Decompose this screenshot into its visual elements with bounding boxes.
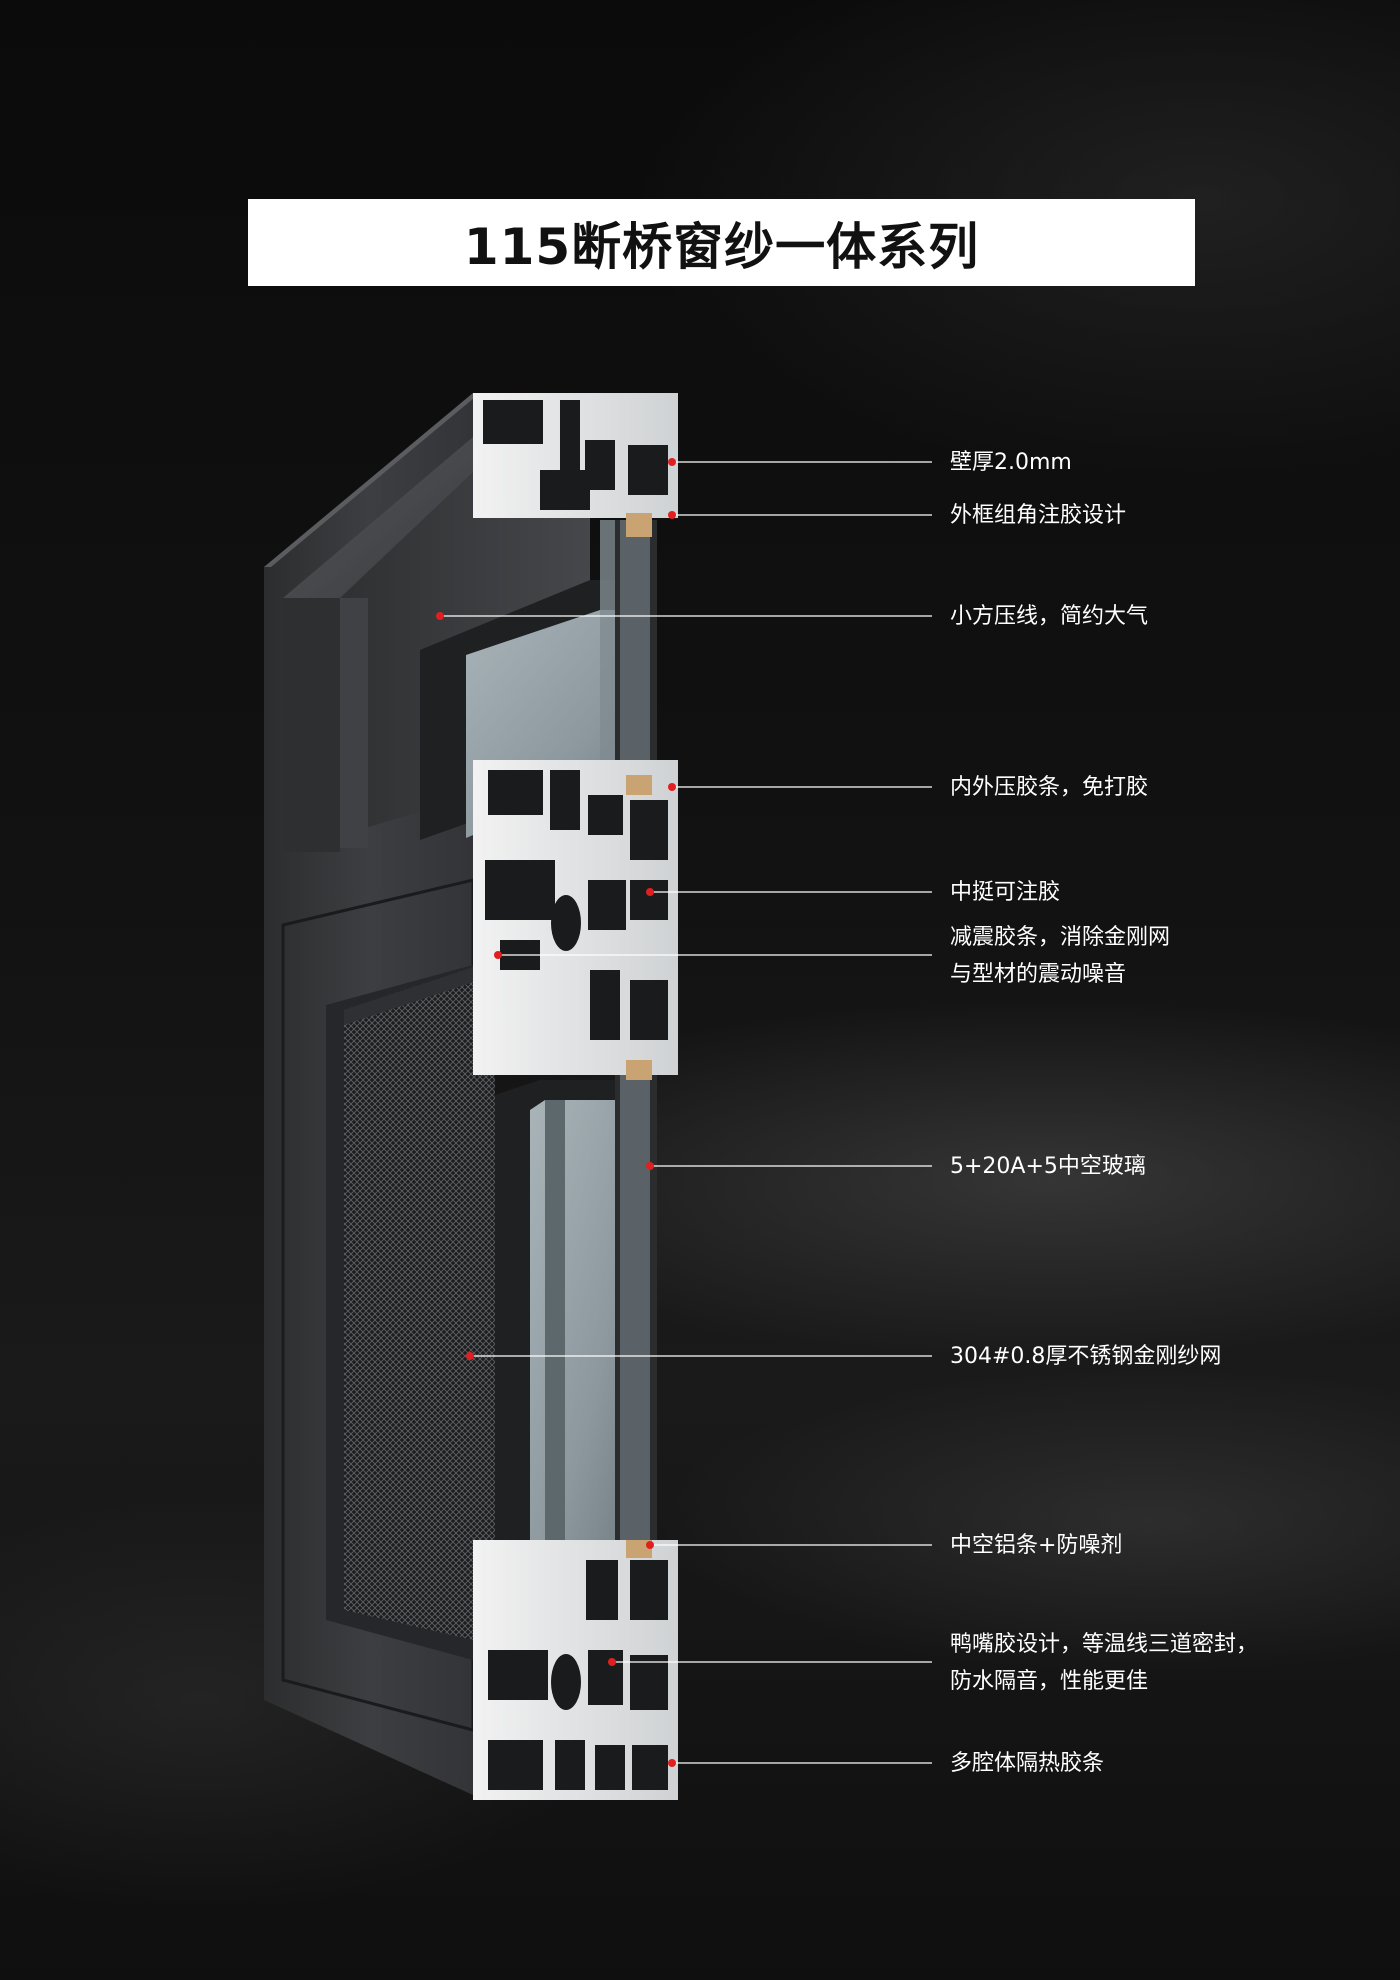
callout-dot-gasket [668, 783, 676, 791]
callout-wall-thickness: 壁厚2.0mm [950, 450, 1072, 475]
callout-dot-seal [608, 1658, 616, 1666]
callout-thermal-strip: 多腔体隔热胶条 [950, 1751, 1105, 1776]
callout-mullion: 中挺可注胶 [950, 880, 1061, 905]
callout-damping-strip-1: 减震胶条，消除金刚网 [950, 925, 1171, 950]
callout-dot-spacer [646, 1541, 654, 1549]
callout-dot-mullion [646, 888, 654, 896]
callout-bead: 小方压线，简约大气 [950, 604, 1149, 629]
callout-dot-wall-thickness [668, 458, 676, 466]
title-banner: 115断桥窗纱一体系列 [248, 199, 1195, 286]
bottom-profile-section [473, 1540, 678, 1800]
callout-screen-mesh: 304#0.8厚不锈钢金刚纱网 [950, 1344, 1222, 1369]
screen-mesh [344, 960, 495, 1645]
callout-insulated-glass: 5+20A+5中空玻璃 [950, 1154, 1146, 1179]
callout-seal-1: 鸭嘴胶设计，等温线三道密封， [950, 1632, 1259, 1657]
transom-profile-section [473, 760, 678, 1080]
callout-dot-bead [436, 612, 444, 620]
callout-damping-strip-2: 与型材的震动噪音 [950, 962, 1127, 987]
callout-dot-corner-glue [668, 511, 676, 519]
callout-seal-2: 防水隔音，性能更佳 [950, 1669, 1149, 1694]
callout-spacer: 中空铝条+防噪剂 [950, 1533, 1123, 1558]
top-profile-section [473, 393, 678, 537]
page-title: 115断桥窗纱一体系列 [463, 217, 980, 276]
callout-dot-insulated-glass [646, 1162, 654, 1170]
callout-dot-damping-strip [494, 951, 502, 959]
callout-gasket: 内外压胶条，免打胶 [950, 775, 1149, 800]
callout-lines [436, 458, 932, 1767]
callout-dot-screen-mesh [466, 1352, 474, 1360]
callout-corner-glue: 外框组角注胶设计 [950, 503, 1127, 528]
callout-dot-thermal-strip [668, 1759, 676, 1767]
